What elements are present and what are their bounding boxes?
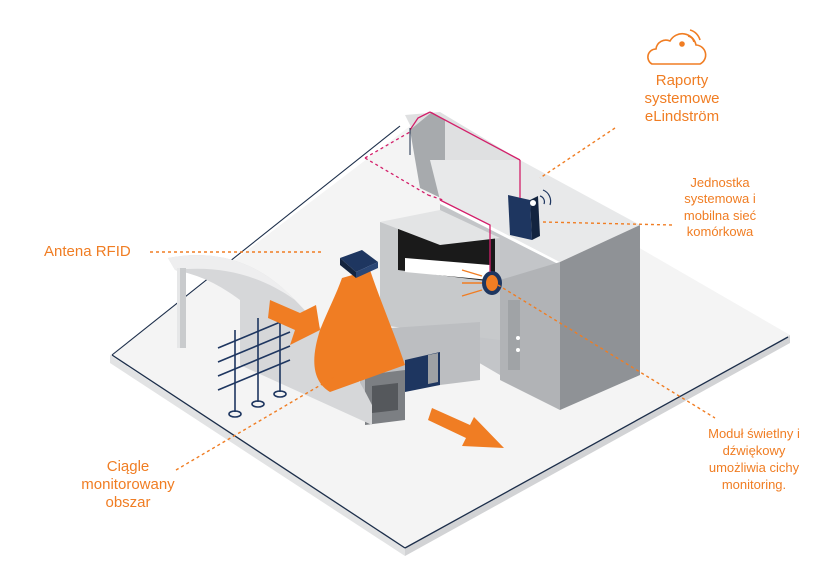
label-system-line: mobilna sieć xyxy=(683,207,757,223)
label-module-line: monitoring. xyxy=(721,476,787,492)
label-monitored-area: Ciągle monitorowany obszar xyxy=(58,458,198,512)
leader-reports xyxy=(539,127,616,179)
cables xyxy=(364,111,521,272)
label-rfid-line: Antena RFID xyxy=(44,243,131,260)
label-area-line: monitorowany xyxy=(81,476,175,493)
monitored-area-shape xyxy=(268,250,405,392)
label-module-line: Moduł świetlny i xyxy=(708,426,800,441)
label-area-line: obszar xyxy=(105,494,151,511)
leader-module xyxy=(497,284,716,419)
label-reports-line: eLindström xyxy=(644,108,720,125)
label-system-unit: Jednostka systemowa i mobilna sieć komór… xyxy=(650,175,790,240)
label-system-line: Jednostka xyxy=(690,175,750,190)
label-system-line: komórkowa xyxy=(686,223,754,239)
label-reports-line: systemowe xyxy=(644,90,720,107)
label-rfid: Antena RFID xyxy=(44,243,131,261)
exit-arrow xyxy=(428,408,504,448)
label-reports: Raporty systemowe eLindström xyxy=(612,72,752,126)
rfid-gate xyxy=(217,305,291,418)
light-sound-module xyxy=(461,269,502,297)
label-module-line: dźwiękowy xyxy=(722,442,786,458)
leader-area xyxy=(175,375,337,471)
label-light-module: Moduł świetlny i dźwiękowy umożliwia cic… xyxy=(676,426,832,494)
inner-room xyxy=(360,210,500,425)
label-module-line: umożliwia cichy xyxy=(708,459,800,475)
label-reports-line: Raporty xyxy=(655,72,709,89)
signal-waves-icon xyxy=(539,189,552,206)
cloud-signal-icon xyxy=(647,29,707,65)
leader-lines xyxy=(150,127,716,471)
label-system-line: systemowa i xyxy=(684,191,756,207)
label-area-line: Ciągle xyxy=(106,458,150,475)
system-unit xyxy=(508,195,540,240)
